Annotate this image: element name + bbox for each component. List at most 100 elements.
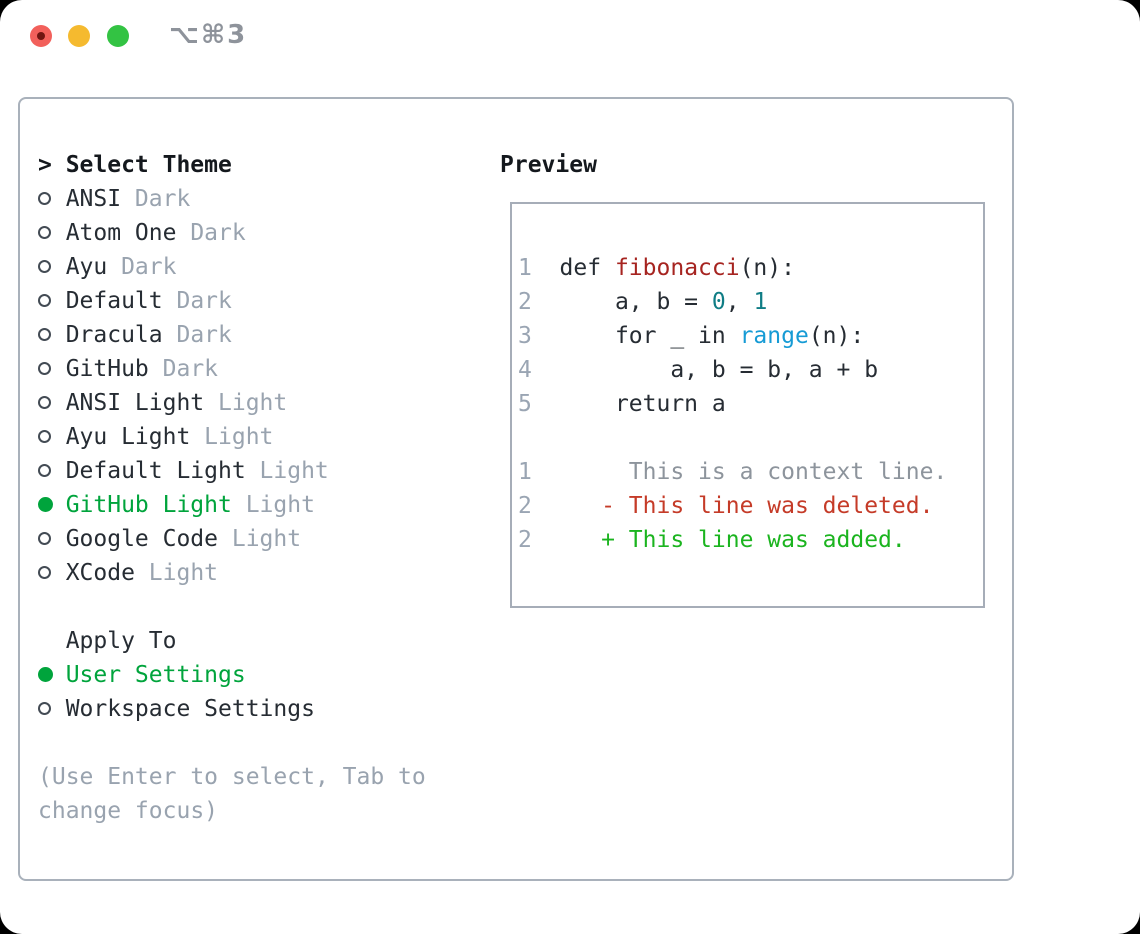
theme-name: Atom One bbox=[65, 220, 177, 246]
theme-variant: Dark bbox=[134, 186, 191, 212]
radio-icon bbox=[38, 454, 66, 488]
theme-variant: Light bbox=[231, 526, 302, 552]
code-segment: range bbox=[739, 323, 809, 349]
theme-option-xcode[interactable]: XCode Light bbox=[38, 556, 498, 590]
line-number: 3 bbox=[518, 323, 532, 349]
theme-name: ANSI bbox=[65, 186, 122, 212]
theme-variant: Light bbox=[259, 458, 329, 484]
radio-icon bbox=[38, 556, 66, 590]
radio-icon bbox=[38, 692, 66, 726]
radio-icon bbox=[38, 284, 66, 318]
theme-variant: Light bbox=[148, 560, 219, 586]
apply-option-label: User Settings bbox=[65, 662, 246, 688]
apply-to-indent bbox=[38, 624, 66, 658]
radio-icon bbox=[38, 522, 66, 556]
theme-option-github-light[interactable]: GitHub Light Light bbox=[38, 488, 498, 522]
code-segment: def bbox=[531, 255, 615, 281]
preview-line: 5 return a bbox=[518, 387, 983, 421]
zoom-button[interactable] bbox=[107, 25, 129, 47]
preview-line: 2 + This line was added. bbox=[518, 523, 983, 557]
preview-line bbox=[518, 421, 983, 455]
radio-selected-icon bbox=[38, 488, 66, 522]
select-theme-header: > Select Theme bbox=[38, 148, 498, 182]
theme-name: ANSI Light bbox=[65, 390, 205, 416]
theme-option-ansi[interactable]: ANSI Dark bbox=[38, 182, 498, 216]
radio-selected-icon bbox=[38, 658, 66, 692]
theme-name: Default bbox=[65, 288, 163, 314]
title-bar: ⌥⌘3 bbox=[0, 0, 1140, 72]
radio-icon bbox=[38, 352, 66, 386]
apply-option-user-settings[interactable]: User Settings bbox=[38, 658, 498, 692]
theme-variant: Dark bbox=[190, 220, 246, 246]
line-number: 1 bbox=[518, 255, 532, 281]
preview-line: 4 a, b = b, a + b bbox=[518, 353, 983, 387]
theme-option-default[interactable]: Default Dark bbox=[38, 284, 498, 318]
theme-variant: Dark bbox=[162, 356, 219, 382]
line-number: 4 bbox=[518, 357, 532, 383]
keyboard-hint-line: (Use Enter to select, Tab to bbox=[38, 764, 426, 790]
code-segment: fibonacci bbox=[614, 255, 740, 281]
apply-to-title: Apply To bbox=[65, 628, 177, 654]
theme-variant: Dark bbox=[176, 288, 232, 314]
radio-icon bbox=[38, 250, 66, 284]
theme-option-dracula[interactable]: Dracula Dark bbox=[38, 318, 498, 352]
theme-variant: Light bbox=[245, 492, 315, 518]
code-segment: a, b = bbox=[531, 289, 712, 315]
line-number: 2 bbox=[518, 493, 532, 519]
hotkey-label: ⌥⌘3 bbox=[169, 20, 248, 50]
focus-caret-icon: > bbox=[38, 152, 52, 178]
code-segment: a, b = b, a + b bbox=[531, 357, 879, 383]
theme-name: Google Code bbox=[65, 526, 219, 552]
line-number: 2 bbox=[518, 289, 532, 315]
apply-option-workspace-settings[interactable]: Workspace Settings bbox=[38, 692, 498, 726]
theme-option-atom-one[interactable]: Atom One Dark bbox=[38, 216, 498, 250]
section-gap bbox=[38, 726, 498, 760]
code-segment: for _ in bbox=[531, 323, 740, 349]
theme-variant: Dark bbox=[121, 254, 177, 280]
line-number: 2 bbox=[518, 527, 532, 553]
theme-name: XCode bbox=[65, 560, 135, 586]
keyboard-hint-line: change focus) bbox=[38, 798, 219, 824]
theme-variant: Light bbox=[218, 390, 288, 416]
theme-name: Ayu Light bbox=[65, 424, 191, 450]
select-theme-title: Select Theme bbox=[65, 152, 232, 178]
preview-line: 2 - This line was deleted. bbox=[518, 489, 983, 523]
radio-icon bbox=[38, 386, 66, 420]
code-segment: (n): bbox=[739, 255, 795, 281]
theme-option-ansi-light[interactable]: ANSI Light Light bbox=[38, 386, 498, 420]
theme-option-github[interactable]: GitHub Dark bbox=[38, 352, 498, 386]
code-segment: , bbox=[725, 289, 754, 315]
radio-icon bbox=[38, 216, 66, 250]
apply-option-label: Workspace Settings bbox=[65, 696, 315, 722]
radio-icon bbox=[38, 318, 66, 352]
code-segment: + This line was added. bbox=[531, 527, 906, 553]
preview-line: 1 def fibonacci(n): bbox=[518, 251, 983, 285]
preview-line: 3 for _ in range(n): bbox=[518, 319, 983, 353]
code-segment: 0 bbox=[711, 289, 726, 315]
theme-name: Dracula bbox=[65, 322, 163, 348]
line-number: 1 bbox=[518, 459, 532, 485]
code-segment: return a bbox=[531, 391, 726, 417]
theme-option-google-code[interactable]: Google Code Light bbox=[38, 522, 498, 556]
code-segment: (n): bbox=[808, 323, 865, 349]
preview-line: 1 This is a context line. bbox=[518, 455, 983, 489]
theme-variant: Dark bbox=[176, 322, 232, 348]
line-number: 5 bbox=[518, 391, 532, 417]
radio-icon bbox=[38, 420, 66, 454]
theme-name: GitHub bbox=[65, 356, 149, 382]
radio-icon bbox=[38, 182, 66, 216]
theme-name: GitHub Light bbox=[65, 492, 232, 518]
close-button[interactable] bbox=[30, 25, 52, 47]
keyboard-hint: (Use Enter to select, Tab to change focus… bbox=[38, 760, 498, 828]
minimize-button[interactable] bbox=[68, 25, 90, 47]
code-segment: This is a context line. bbox=[531, 459, 948, 485]
apply-to-header: Apply To bbox=[38, 624, 498, 658]
